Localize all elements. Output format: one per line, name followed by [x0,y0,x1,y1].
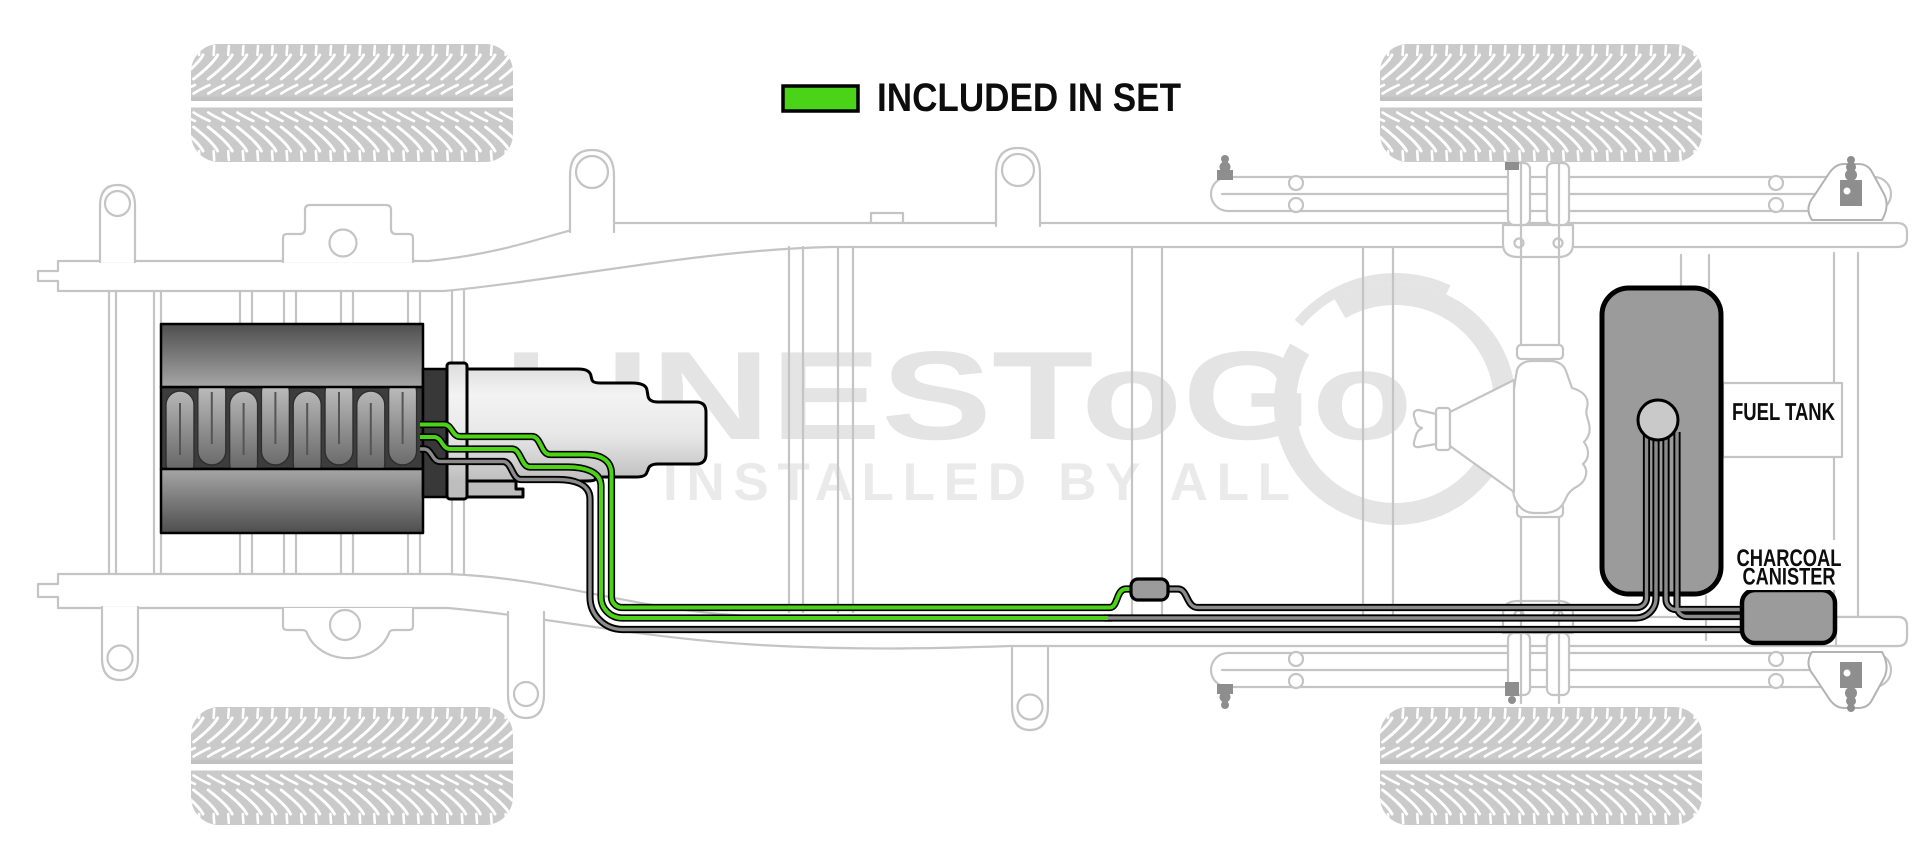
fuel-line-green-cores [420,422,1150,620]
engine-bottom-band [159,467,425,535]
ball-stud-bottom [1845,687,1857,712]
charcoal-canister-label-line1: CHARCOAL [1737,545,1842,572]
tire-rear-right [1368,707,1742,825]
cab-mount-arches [281,203,415,660]
fuel-line-clip [1129,577,1170,602]
watermark: LINESToGo INSTALLED BY ALL [503,272,1516,525]
charcoal-canister-label-line2: CANISTER [1743,564,1836,591]
fuel-line-gray-cores [420,432,1746,632]
watermark-tagline-text: INSTALLED BY ALL [663,453,1290,512]
watermark-swirl [1274,272,1516,525]
engine-top-band [159,322,425,389]
rear-shackle-brackets [1217,148,1888,712]
legend-swatch [781,84,860,113]
fuel-lines [420,420,1746,634]
fuel-sender-unit [1636,398,1680,442]
rear-axle-differential [1412,161,1591,705]
charcoal-canister [1739,587,1838,646]
rear-end-details [1721,381,1909,648]
spring-hanger-tabs [98,146,1050,732]
fuel-tank-label: FUEL TANK [1732,399,1835,426]
engine-assembly [159,322,708,535]
component-labels: FUEL TANK CHARCOAL CANISTER [1730,399,1848,591]
tire-rear-left [1368,44,1742,162]
charcoal-label-box [1730,540,1848,590]
transmission-pan [465,479,525,499]
bellhousing [421,367,451,499]
tire-front-left [179,44,553,162]
ball-stud-top [1845,156,1857,181]
engine-runner-lines [179,392,404,455]
legend: INCLUDED IN SET [781,76,1181,120]
tire-front-right [179,707,553,825]
legend-label: INCLUDED IN SET [877,76,1181,120]
fuel-tank-label-box [1721,381,1844,459]
